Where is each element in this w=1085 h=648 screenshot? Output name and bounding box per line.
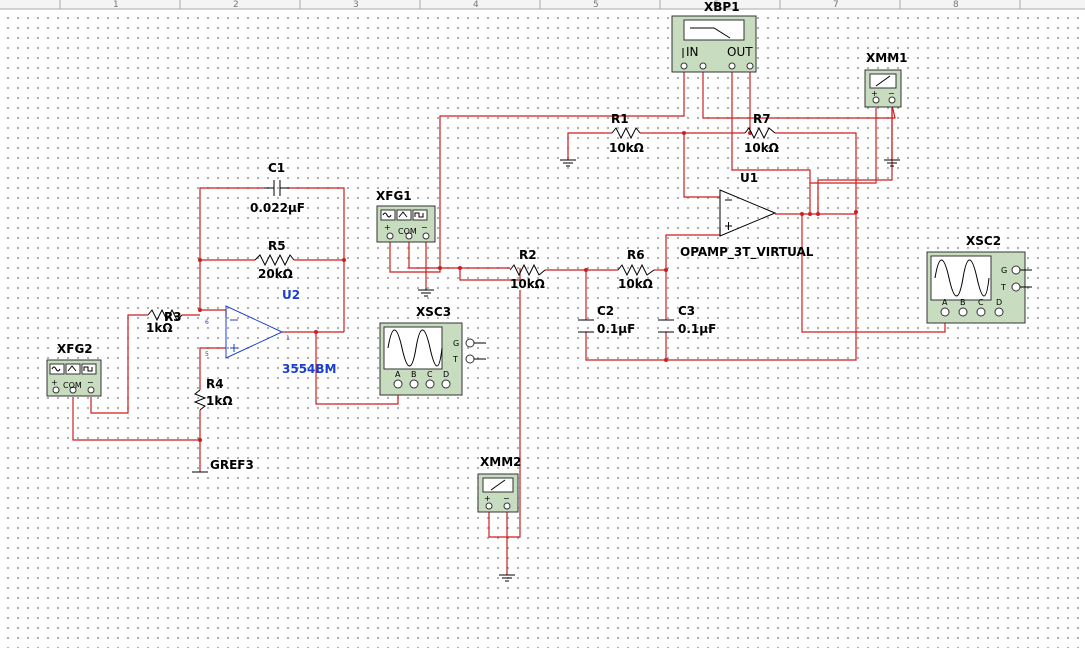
svg-text:+: + <box>484 494 491 503</box>
r7-name: R7 <box>753 112 771 126</box>
ground-gref3[interactable]: GREF3 <box>192 458 254 473</box>
xbp1-name: XBP1 <box>704 0 740 14</box>
r1-value: 10kΩ <box>609 141 644 155</box>
bode-plotter-xbp1[interactable]: XBP1 IN OUT <box>671 0 757 73</box>
xfg2-name: XFG2 <box>57 342 93 356</box>
svg-text:−: − <box>87 378 94 387</box>
xbp1-in-label: IN <box>686 45 699 59</box>
resistor-r5[interactable]: R5 20kΩ <box>254 239 295 281</box>
xsc3-name: XSC3 <box>416 305 451 319</box>
r6-name: R6 <box>627 248 645 262</box>
ruler-label: 2 <box>233 0 239 10</box>
c3-name: C3 <box>678 304 695 318</box>
r2-value: 10kΩ <box>510 277 545 291</box>
svg-text:−: − <box>888 89 895 98</box>
capacitor-c3[interactable]: C3 0.1µF <box>658 304 716 336</box>
capacitor-c1[interactable]: C1 0.022µF <box>250 161 305 215</box>
resistor-r3[interactable]: R3 1kΩ <box>146 308 183 335</box>
c1-value: 0.022µF <box>250 201 305 215</box>
xmm1-name: XMM1 <box>866 51 907 65</box>
ruler-label: 6 <box>713 0 719 10</box>
xsc3-term-b: B <box>411 370 417 379</box>
oscilloscope-xsc2[interactable]: XSC2 A B C D G T <box>926 234 1032 324</box>
ground-symbol <box>418 288 434 297</box>
resistor-r4[interactable]: R4 1kΩ <box>193 377 233 411</box>
oscilloscope-xsc3[interactable]: XSC3 A B C D G T <box>379 305 486 396</box>
svg-text:5: 5 <box>205 351 209 358</box>
opamp-u2[interactable]: 6 5 1 U2 3554BM <box>205 288 337 376</box>
svg-text:−: − <box>421 223 428 232</box>
c3-value: 0.1µF <box>678 322 716 336</box>
ruler-label: 1 <box>113 0 119 10</box>
xsc2-name: XSC2 <box>966 234 1001 248</box>
c2-name: C2 <box>597 304 614 318</box>
r4-value: 1kΩ <box>206 394 233 408</box>
r5-value: 20kΩ <box>258 267 293 281</box>
resistor-r1[interactable]: R1 10kΩ <box>609 112 644 155</box>
resistor-r6[interactable]: R6 10kΩ <box>617 248 655 291</box>
capacitor-c2[interactable]: C2 0.1µF <box>578 304 635 336</box>
u1-name: U1 <box>740 171 758 185</box>
xsc2-term-d: D <box>996 298 1002 307</box>
ruler-label: 5 <box>593 0 599 10</box>
r3-value: 1kΩ <box>146 321 173 335</box>
function-generator-xfg1[interactable]: XFG1 + COM − <box>376 189 436 243</box>
r5-name: R5 <box>268 239 286 253</box>
r1-name: R1 <box>611 112 629 126</box>
gref3-name: GREF3 <box>210 458 254 472</box>
xfg1-name: XFG1 <box>376 189 412 203</box>
ruler-label: 8 <box>953 0 959 10</box>
multimeter-xmm1[interactable]: XMM1 + − <box>864 51 907 108</box>
xsc3-term-a: A <box>395 370 401 379</box>
resistor-r2[interactable]: R2 10kΩ <box>509 248 546 291</box>
function-generator-xfg2[interactable]: XFG2 + COM − <box>46 342 102 397</box>
xsc2-term-g: G <box>1001 266 1007 275</box>
xsc3-term-c: C <box>427 370 433 379</box>
svg-text:+: + <box>384 223 391 232</box>
ground-symbol <box>884 159 900 167</box>
ruler-label: 3 <box>353 0 359 10</box>
xsc2-term-t: T <box>1000 283 1006 292</box>
r6-value: 10kΩ <box>618 277 653 291</box>
r4-name: R4 <box>206 377 224 391</box>
xbp1-out-label: OUT <box>727 45 753 59</box>
junctions <box>198 131 858 442</box>
c2-value: 0.1µF <box>597 322 635 336</box>
u1-model: OPAMP_3T_VIRTUAL <box>680 245 814 260</box>
u2-model: 3554BM <box>282 362 337 376</box>
ruler: 1 2 3 4 5 6 7 8 <box>0 0 1085 10</box>
svg-text:6: 6 <box>205 319 209 326</box>
svg-text:1: 1 <box>286 335 290 342</box>
resistor-r7[interactable]: R7 10kΩ <box>744 112 779 155</box>
xsc3-term-t: T <box>452 355 458 364</box>
c1-name: C1 <box>268 161 285 175</box>
opamp-u1[interactable]: U1 OPAMP_3T_VIRTUAL <box>680 171 814 260</box>
ground-symbol <box>560 159 576 167</box>
svg-text:+: + <box>51 378 58 387</box>
xsc2-term-b: B <box>960 298 966 307</box>
r7-value: 10kΩ <box>744 141 779 155</box>
xsc3-term-g: G <box>453 339 459 348</box>
xsc2-term-c: C <box>978 298 984 307</box>
ground-symbol <box>499 574 515 582</box>
svg-text:−: − <box>503 494 510 503</box>
svg-text:+: + <box>871 89 878 98</box>
ruler-label: 4 <box>473 0 479 10</box>
wires <box>72 72 946 575</box>
u2-name: U2 <box>282 288 300 302</box>
xsc3-term-d: D <box>443 370 449 379</box>
r3-name: R3 <box>164 310 182 324</box>
xsc2-term-a: A <box>942 298 948 307</box>
ruler-label: 7 <box>833 0 839 10</box>
xfg1-com: COM <box>398 227 417 236</box>
multimeter-xmm2[interactable]: XMM2 + − <box>477 455 521 513</box>
xfg2-com: COM <box>63 381 82 390</box>
xmm2-name: XMM2 <box>480 455 521 469</box>
r2-name: R2 <box>519 248 537 262</box>
